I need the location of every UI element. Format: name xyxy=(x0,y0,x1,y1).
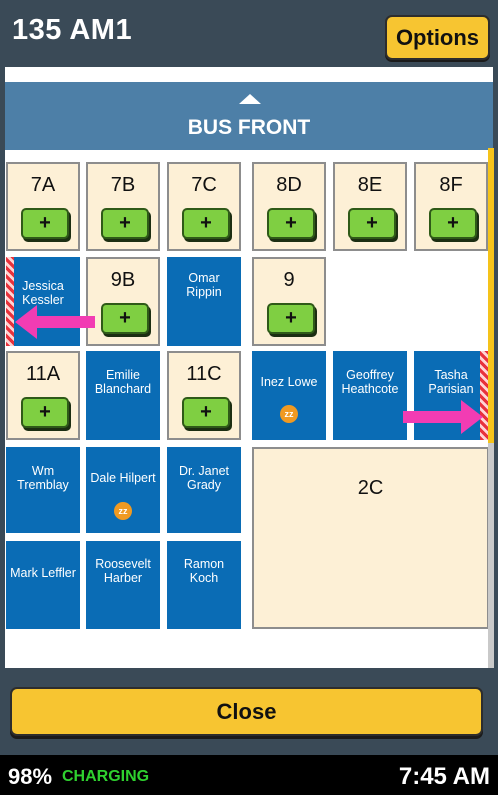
seat-11c[interactable]: 11C + xyxy=(167,351,241,440)
seat-rider-roosevelt-harber[interactable]: Roosevelt Harber xyxy=(86,541,160,629)
add-rider-button[interactable]: + xyxy=(21,208,69,239)
bus-front-label: BUS FRONT xyxy=(187,116,311,139)
seat-number: 11C xyxy=(186,363,222,385)
seat-7c[interactable]: 7C + xyxy=(167,162,241,251)
close-button[interactable]: Close xyxy=(10,687,483,736)
arrow-left-icon xyxy=(15,305,95,339)
seat-8f[interactable]: 8F + xyxy=(414,162,488,251)
seat-rider-ramon-koch[interactable]: Ramon Koch xyxy=(167,541,241,629)
seat-number: 7A xyxy=(30,174,56,196)
rider-name: Tasha Parisian xyxy=(428,368,474,396)
rider-name: Dr. Janet Grady xyxy=(178,464,230,492)
seat-number: 11A xyxy=(25,363,61,385)
add-rider-button[interactable]: + xyxy=(21,397,69,428)
move-source-hatch xyxy=(6,257,14,346)
clock: 7:45 AM xyxy=(398,763,490,790)
seat-9[interactable]: 9 + xyxy=(252,257,326,346)
add-rider-button[interactable]: + xyxy=(267,208,315,239)
seat-number: 8D xyxy=(276,174,302,196)
seat-rider-emilie-blanchard[interactable]: Emilie Blanchard xyxy=(86,351,160,440)
seat-9b[interactable]: 9B + xyxy=(86,257,160,346)
add-rider-button[interactable]: + xyxy=(348,208,396,239)
rider-name: Dale Hilpert xyxy=(90,471,156,485)
header-bar: 135 AM1 Options xyxy=(0,0,498,67)
scrollbar-thumb[interactable] xyxy=(488,148,494,443)
seat-rider-jessica-kessler[interactable]: Jessica Kessler xyxy=(6,257,80,346)
triangle-up-icon xyxy=(239,94,261,104)
seat-rider-tasha-parisian[interactable]: Tasha Parisian xyxy=(414,351,488,440)
add-rider-button[interactable]: + xyxy=(182,208,230,239)
rider-name: Omar Rippin xyxy=(186,271,222,299)
options-button[interactable]: Options xyxy=(385,15,490,60)
seat-8e[interactable]: 8E + xyxy=(333,162,407,251)
seat-rider-inez-lowe[interactable]: Inez Lowe zz xyxy=(252,351,326,440)
rider-name: Inez Lowe xyxy=(260,375,318,389)
seat-11a[interactable]: 11A + xyxy=(6,351,80,440)
seat-number: 8F xyxy=(439,174,463,196)
add-rider-button[interactable]: + xyxy=(101,303,149,334)
seat-number: 9 xyxy=(283,269,295,291)
charging-status: CHARGING xyxy=(62,768,150,785)
seat-rider-geoffrey-heathcote[interactable]: Geoffrey Heathcote xyxy=(333,351,407,440)
route-title: 135 AM1 xyxy=(12,14,133,46)
seat-7a[interactable]: 7A + xyxy=(6,162,80,251)
rider-name: Geoffrey Heathcote xyxy=(341,368,399,396)
seat-rider-mark-leffler[interactable]: Mark Leffler xyxy=(6,541,80,629)
sleep-badge-icon: zz xyxy=(280,405,298,423)
seat-number: 8E xyxy=(357,174,383,196)
seat-rider-janet-grady[interactable]: Dr. Janet Grady xyxy=(167,447,241,533)
seat-rider-dale-hilpert[interactable]: Dale Hilpert zz xyxy=(86,447,160,533)
move-target-hatch xyxy=(480,351,488,440)
seat-2c[interactable]: 2C xyxy=(252,447,489,629)
seat-number: 9B xyxy=(110,269,136,291)
battery-level: 98% xyxy=(8,764,53,789)
add-rider-button[interactable]: + xyxy=(182,397,230,428)
seat-number: 2C xyxy=(357,477,384,499)
seat-rider-omar-rippin[interactable]: Omar Rippin xyxy=(167,257,241,346)
rider-name: Mark Leffler xyxy=(10,566,76,580)
rider-name: Emilie Blanchard xyxy=(94,368,152,396)
add-rider-button[interactable]: + xyxy=(101,208,149,239)
seat-number: 7C xyxy=(191,174,217,196)
seat-rider-wm-tremblay[interactable]: Wm Tremblay xyxy=(6,447,80,533)
add-rider-button[interactable]: + xyxy=(267,303,315,334)
seating-chart-panel[interactable]: BUS FRONT 7A + 7B + 7C + 8D + 8E + 8F + … xyxy=(5,67,493,668)
rider-name: Roosevelt Harber xyxy=(95,557,151,585)
seat-8d[interactable]: 8D + xyxy=(252,162,326,251)
arrow-right-icon xyxy=(403,400,483,434)
rider-name: Wm Tremblay xyxy=(17,464,69,492)
bus-front-banner: BUS FRONT xyxy=(5,82,493,150)
rider-name: Ramon Koch xyxy=(183,557,225,585)
seat-number: 7B xyxy=(110,174,136,196)
seat-7b[interactable]: 7B + xyxy=(86,162,160,251)
sleep-badge-icon: zz xyxy=(114,502,132,520)
add-rider-button[interactable]: + xyxy=(429,208,477,239)
rider-name: Jessica Kessler xyxy=(22,279,64,307)
status-bar: 98% CHARGING 7:45 AM xyxy=(0,755,498,795)
